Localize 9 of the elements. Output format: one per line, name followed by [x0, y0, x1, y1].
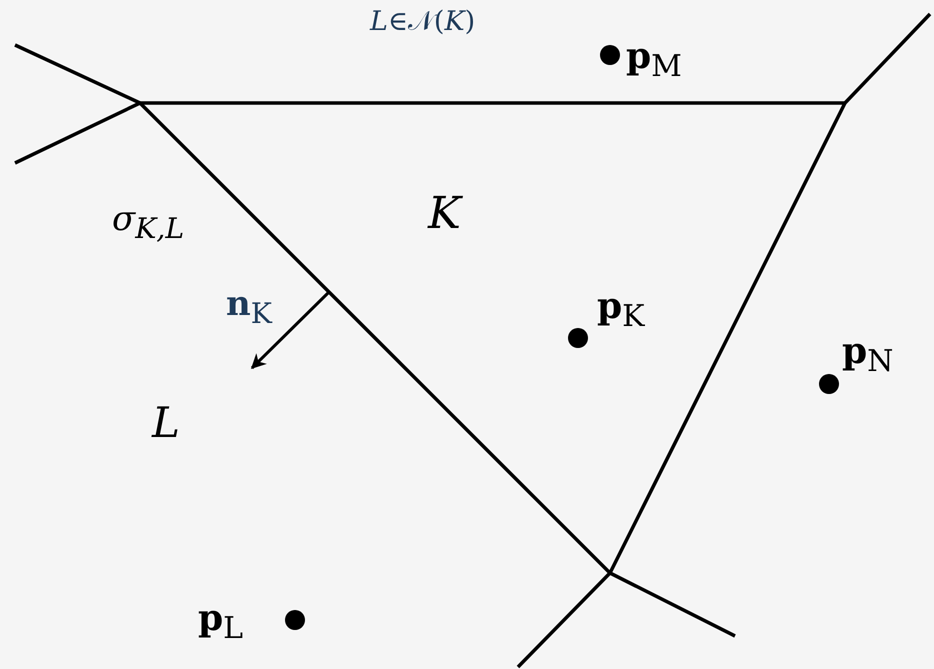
- math-label: n$_{K}$: [226, 287, 272, 328]
- math-label: σ$_{K,L}$: [112, 202, 184, 244]
- math-label: p$_{K}$: [597, 288, 645, 332]
- math-label: K: [428, 192, 461, 236]
- math-label: L∈𝒩(K): [370, 8, 476, 35]
- math-label: p$_{N}$: [842, 333, 894, 378]
- math-label: L: [152, 402, 180, 444]
- math-label: p$_{L}$: [198, 600, 244, 644]
- math-label: p$_{M}$: [626, 38, 682, 82]
